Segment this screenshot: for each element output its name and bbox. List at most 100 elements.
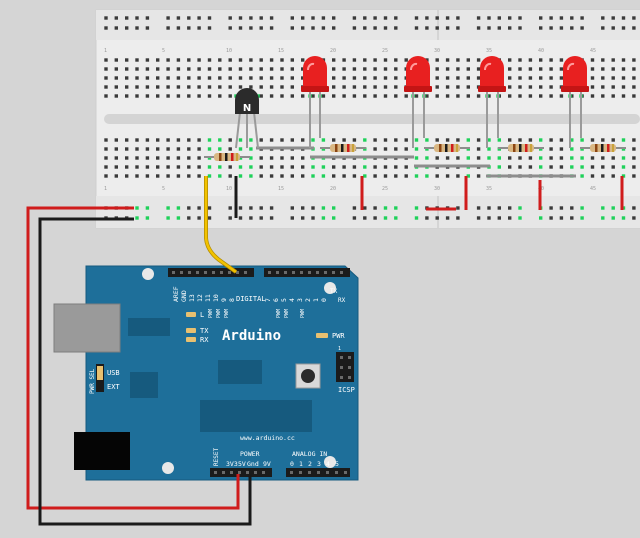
header-pin [228, 271, 231, 274]
resistor-led-1 [320, 144, 366, 152]
breadboard-hole [445, 94, 450, 98]
breadboard-hole [301, 67, 305, 71]
breadboard-hole [249, 156, 253, 160]
breadboard-hole [352, 206, 357, 210]
breadboard-hole [414, 94, 419, 98]
breadboard-hole [218, 147, 222, 151]
breadboard-hole [559, 206, 564, 210]
breadboard-hole [373, 174, 377, 178]
header-pin [292, 271, 295, 274]
breadboard-hole [114, 94, 118, 98]
breadboard-hole [269, 85, 274, 89]
reset-button-cap[interactable] [301, 369, 315, 383]
breadboard-hole [476, 67, 481, 71]
breadboard-hole [125, 76, 129, 80]
breadboard-hole [238, 216, 243, 220]
breadboard-hole [518, 165, 522, 169]
bottom-power-rail [96, 196, 640, 228]
icsp-pin [348, 376, 351, 379]
breadboard-hole [590, 67, 595, 71]
breadboard-hole [145, 206, 150, 210]
breadboard-hole [476, 156, 481, 160]
breadboard-hole [445, 174, 450, 178]
breadboard-hole [456, 138, 460, 142]
breadboard-hole [476, 16, 481, 20]
breadboard-hole [611, 216, 615, 220]
breadboard-hole [156, 76, 160, 80]
digital-header-left [168, 268, 254, 277]
tx-led [186, 328, 196, 333]
pin-label-4: 4 [288, 298, 296, 302]
breadboard-hole [383, 26, 388, 30]
breadboard-hole [114, 138, 118, 142]
breadboard-hole [280, 58, 284, 62]
header-pin [284, 271, 287, 274]
breadboard-hole [197, 165, 201, 169]
breadboard-hole [518, 94, 522, 98]
breadboard-hole [332, 216, 336, 220]
breadboard-hole [508, 206, 512, 210]
breadboard-hole [259, 85, 263, 89]
breadboard-hole [342, 138, 346, 142]
breadboard-hole [207, 16, 212, 20]
header-pin [188, 271, 191, 274]
pwm-label: PWM [300, 309, 306, 318]
breadboard-hole [135, 67, 139, 71]
header-pin [230, 471, 233, 474]
header-pin [308, 271, 311, 274]
breadboard-hole [466, 138, 470, 142]
breadboard-hole [352, 76, 357, 80]
breadboard-hole [259, 67, 263, 71]
header-pin [268, 271, 271, 274]
breadboard-hole [135, 94, 139, 98]
leds [301, 56, 589, 148]
pwr-sel-cap[interactable] [97, 366, 103, 380]
breadboard-hole [425, 216, 429, 220]
breadboard-hole [456, 94, 460, 98]
header-pin [290, 471, 293, 474]
breadboard-hole [301, 94, 305, 98]
breadboard-hole [549, 138, 553, 142]
breadboard-hole [601, 67, 605, 71]
breadboard-hole [156, 165, 160, 169]
breadboard-hole [166, 216, 170, 220]
breadboard-hole [476, 216, 481, 220]
header-pin [335, 471, 338, 474]
breadboard-hole [508, 85, 512, 89]
breadboard-hole [166, 26, 170, 30]
breadboard-hole [611, 165, 615, 169]
breadboard-hole [508, 156, 512, 160]
breadboard-hole [363, 216, 367, 220]
breadboard-hole [601, 94, 605, 98]
breadboard-hole [321, 16, 326, 20]
breadboard-hole [435, 138, 439, 142]
breadboard-hole [570, 26, 574, 30]
breadboard-hole [611, 26, 615, 30]
breadboard-hole [207, 67, 212, 71]
breadboard-hole [456, 76, 460, 80]
breadboard-hole [166, 16, 170, 20]
breadboard-holes [104, 16, 636, 220]
breadboard-hole [559, 94, 564, 98]
breadboard-hole [321, 206, 326, 210]
header-pin [244, 271, 247, 274]
breadboard-hole [632, 138, 636, 142]
header-pin [238, 471, 241, 474]
breadboard-hole [487, 94, 491, 98]
pwm-label: PWM [276, 309, 282, 318]
breadboard-hole [611, 16, 615, 20]
column-number: 30 [434, 48, 440, 54]
breadboard-hole [549, 26, 553, 30]
breadboard-hole [187, 156, 191, 160]
breadboard-hole [135, 85, 139, 89]
breadboard-hole [549, 216, 553, 220]
breadboard-hole [476, 26, 481, 30]
breadboard-hole [383, 174, 388, 178]
breadboard-hole [145, 58, 150, 62]
breadboard-hole [570, 165, 574, 169]
breadboard-hole [238, 165, 243, 169]
breadboard-hole [187, 206, 191, 210]
breadboard-hole [549, 76, 553, 80]
breadboard-hole [114, 58, 118, 62]
breadboard-hole [166, 94, 170, 98]
